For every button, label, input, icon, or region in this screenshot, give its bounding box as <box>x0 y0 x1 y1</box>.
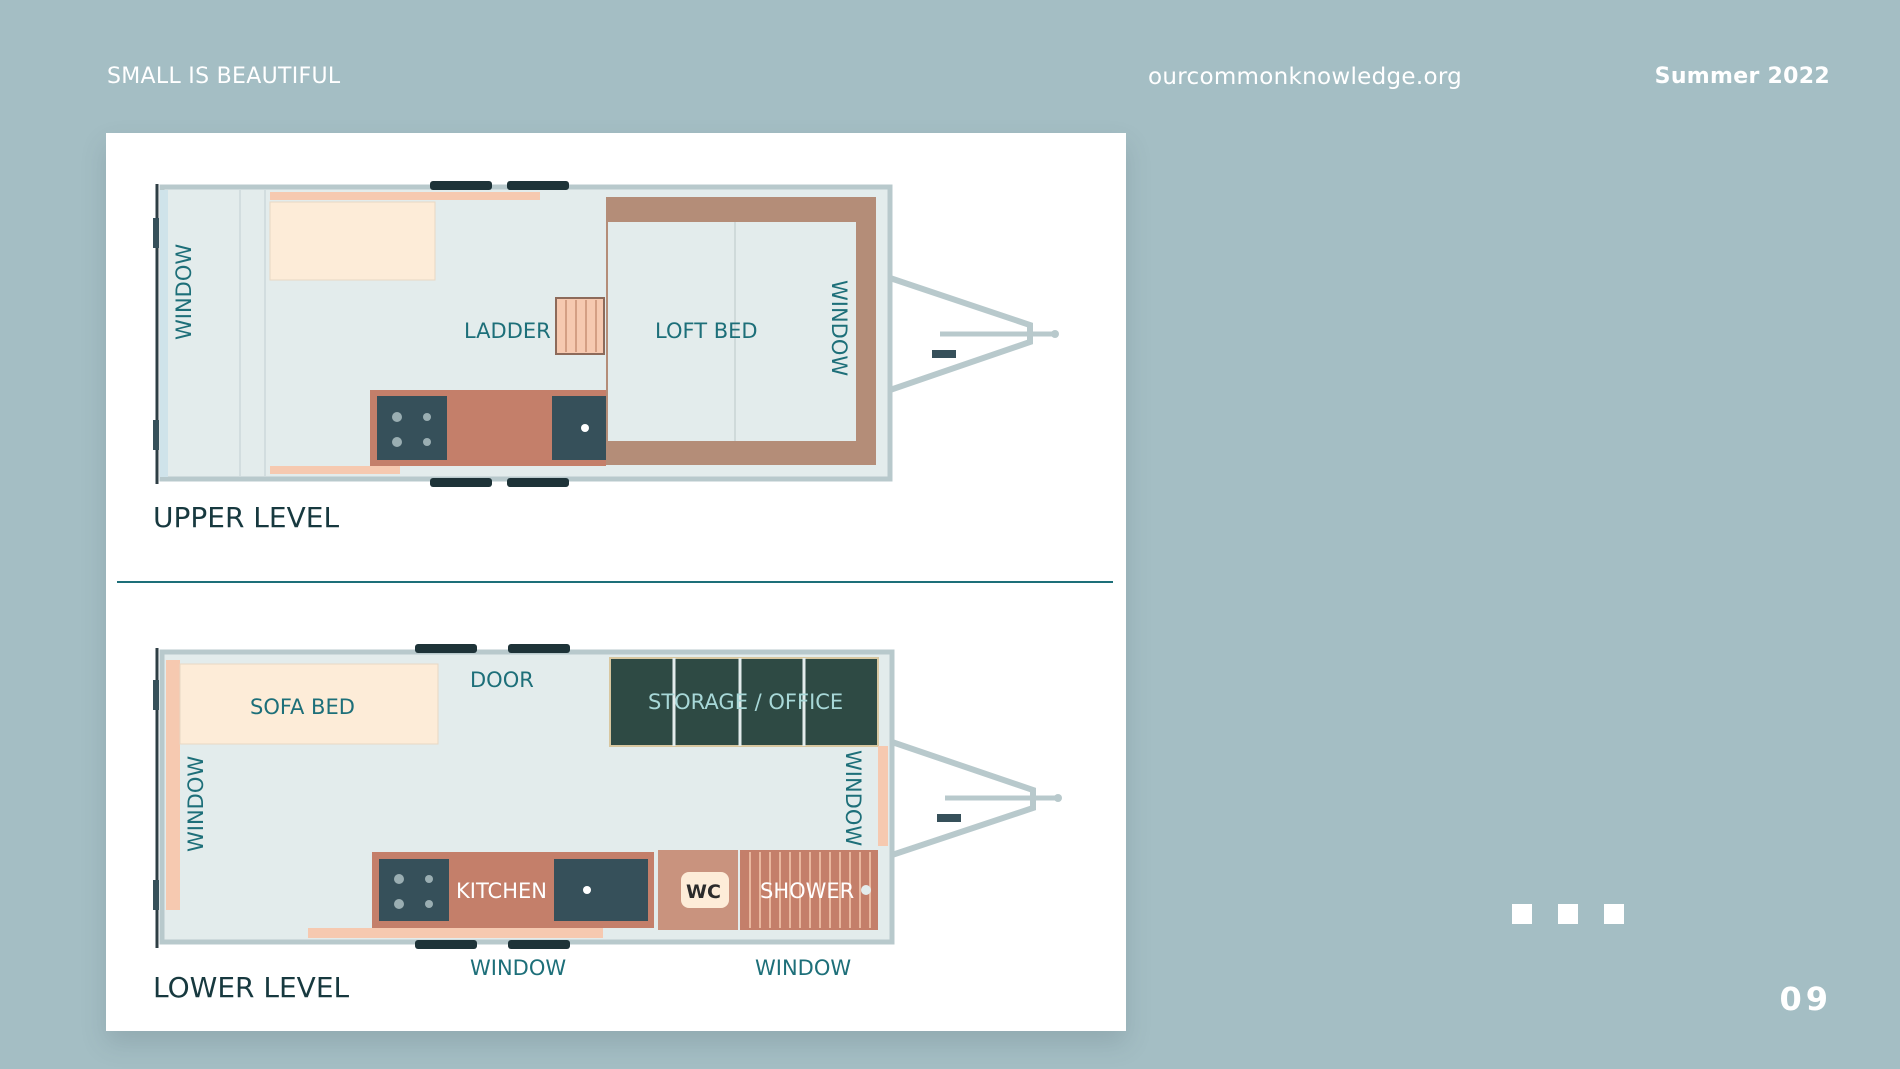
hitch-ball <box>1051 330 1059 338</box>
trim <box>166 660 180 910</box>
burner <box>423 438 431 446</box>
hinge-mark <box>153 880 159 910</box>
upper-window-right-label: WINDOW <box>827 280 851 376</box>
sink-drain <box>583 886 591 894</box>
hinge-mark <box>153 420 159 450</box>
upper-window-strip <box>160 190 168 477</box>
door-label[interactable]: DOOR <box>470 668 534 692</box>
lower-window-right-label: WINDOW <box>841 750 865 846</box>
kitchen-label: KITCHEN <box>456 879 547 903</box>
header-left-title: SMALL IS BEAUTIFUL <box>107 64 341 89</box>
wheel <box>507 478 569 487</box>
ladder-label: LADDER <box>464 319 551 343</box>
hitch-ball <box>1054 794 1062 802</box>
lower-window-left-label: WINDOW <box>184 756 208 852</box>
hinge-mark <box>153 218 159 248</box>
hitch-jack <box>937 814 961 822</box>
trim <box>270 192 540 200</box>
burner <box>425 900 433 908</box>
storage-office <box>609 657 879 747</box>
upper-stove <box>377 396 447 460</box>
upper-level-plan: WINDOW WINDOW LADDER LOFT BED UPPER LEVE… <box>153 181 1059 534</box>
burner <box>394 874 404 884</box>
trim <box>878 746 888 846</box>
burner <box>392 412 402 422</box>
dot <box>1512 904 1532 924</box>
wheel <box>430 478 492 487</box>
upper-sink <box>552 396 606 460</box>
shower-slats <box>749 852 871 928</box>
dot <box>1558 904 1578 924</box>
lower-window-bottom-2-label: WINDOW <box>755 956 851 980</box>
dot <box>1604 904 1624 924</box>
header-date: Summer 2022 <box>1654 64 1830 89</box>
header-website[interactable]: ourcommonknowledge.org <box>1148 64 1463 90</box>
sofa-bed <box>179 663 439 745</box>
storage-office-label: STORAGE / OFFICE <box>648 690 843 714</box>
upper-sofa-area <box>269 201 436 281</box>
lower-sink <box>554 859 648 921</box>
wheel <box>415 940 477 949</box>
trim <box>308 928 603 938</box>
wheel <box>415 644 477 653</box>
wc-toilet <box>681 872 729 908</box>
burner <box>392 437 402 447</box>
upper-window-left-label: WINDOW <box>172 244 196 340</box>
wc-label: WC <box>686 881 721 903</box>
slide-dots <box>1512 904 1624 924</box>
loft-bed-label: LOFT BED <box>655 319 758 343</box>
page-number: 09 <box>1779 980 1832 1018</box>
hinge-mark <box>153 680 159 710</box>
wheel <box>508 940 570 949</box>
wheel <box>430 181 492 190</box>
shower-label: SHOWER <box>760 879 854 903</box>
burner <box>425 875 433 883</box>
lower-level-title: LOWER LEVEL <box>153 971 350 1004</box>
lower-stove <box>379 859 449 921</box>
burner <box>423 413 431 421</box>
shower-drain <box>861 885 871 895</box>
trim <box>270 466 400 474</box>
upper-level-title: UPPER LEVEL <box>153 501 339 534</box>
wheel <box>507 181 569 190</box>
sofa-bed-label: SOFA BED <box>250 695 355 719</box>
sink-drain <box>581 424 589 432</box>
burner <box>394 899 404 909</box>
hitch-jack <box>932 350 956 358</box>
wheel <box>508 644 570 653</box>
loft-bed <box>608 222 856 441</box>
lower-level-plan: SOFA BED DOOR STORAGE / OFFICE WINDOW WI… <box>153 644 1062 1004</box>
lower-window-bottom-1-label: WINDOW <box>470 956 566 980</box>
